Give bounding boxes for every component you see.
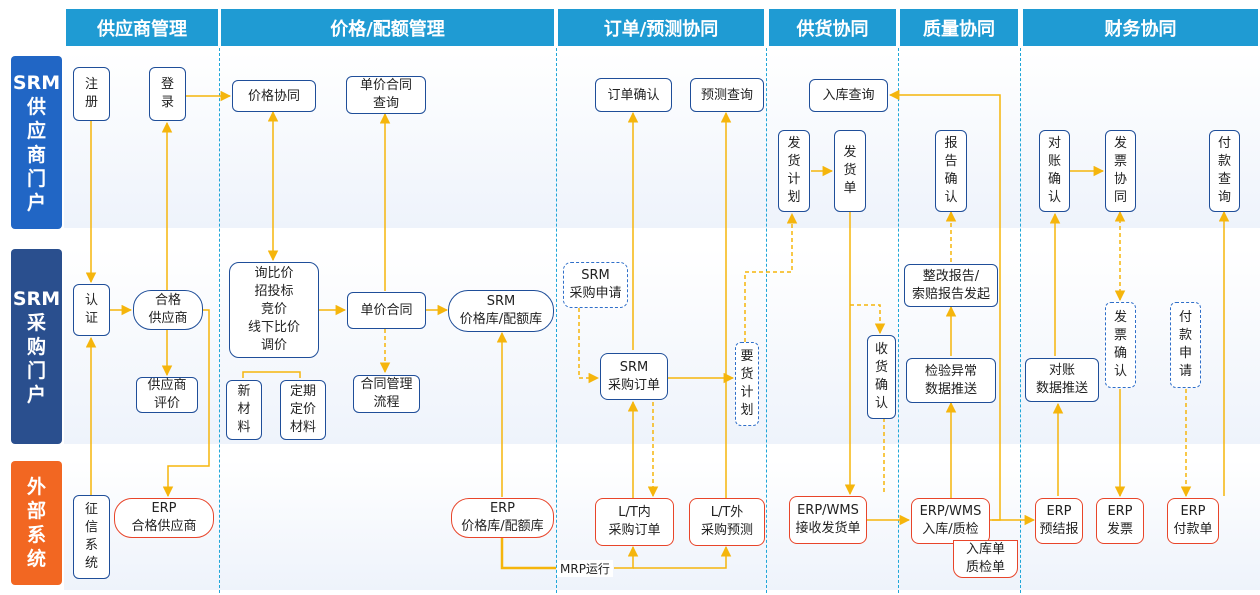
node-supplier-evaluate: 供应商评价	[136, 377, 198, 413]
separator-2	[556, 48, 557, 593]
node-ship-note: 发货单	[834, 130, 866, 212]
node-lt-inner-po: L/T内采购订单	[595, 498, 674, 546]
node-new-material: 新材料	[226, 380, 262, 440]
arrow-erplib-mrp	[500, 538, 556, 570]
node-forecast-query: 预测查询	[690, 78, 764, 112]
header-finance: 财务协同	[1023, 9, 1258, 46]
node-recon-confirm: 对账确认	[1039, 130, 1070, 212]
node-price-collab: 价格协同	[232, 80, 316, 112]
separator-3	[766, 48, 767, 593]
node-payment-query: 付款查询	[1209, 130, 1240, 212]
node-inbound-doc: 入库单质检单	[953, 540, 1018, 578]
separator-4	[898, 48, 899, 593]
arrow-mrp-ltinner	[614, 545, 639, 569]
arrow-qualified-erp	[162, 309, 210, 498]
node-inspect-push: 检验异常数据推送	[906, 358, 996, 403]
node-demand-plan: 要货计划	[735, 342, 759, 426]
arrow-pr-po	[578, 308, 600, 384]
arrow-demand-shipplan	[744, 212, 798, 342]
node-contract-flow: 合同管理流程	[353, 375, 420, 413]
lane-external: 外部系统	[11, 461, 62, 585]
node-report-confirm: 报告确认	[935, 130, 967, 212]
node-inbound-query: 入库查询	[809, 79, 888, 112]
node-recon-push: 对账数据推送	[1025, 358, 1099, 402]
node-lt-outer-forecast: L/T外采购预测	[689, 498, 765, 546]
node-qualified-supplier: 合格供应商	[133, 290, 203, 330]
node-inquiry: 询比价招投标竞价线下比价调价	[229, 262, 319, 358]
node-unit-contract-query: 单价合同查询	[346, 76, 426, 114]
header-price: 价格/配额管理	[221, 9, 554, 46]
separator-1	[219, 48, 220, 593]
node-credit-system: 征信系统	[73, 495, 110, 579]
arrow-newmat-inquiry	[242, 371, 301, 378]
node-register: 注册	[73, 67, 110, 121]
node-certify: 认证	[73, 284, 110, 336]
header-order: 订单/预测协同	[558, 9, 764, 46]
node-ship-plan: 发货计划	[778, 130, 810, 212]
node-invoice-confirm: 发票确认	[1105, 302, 1136, 388]
node-rectify-report: 整改报告/索赔报告发起	[904, 264, 998, 307]
node-receive-confirm: 收货确认	[867, 335, 896, 419]
node-payment-request: 付款申请	[1170, 302, 1201, 388]
header-supplier: 供应商管理	[66, 9, 218, 46]
node-order-confirm: 订单确认	[595, 78, 672, 112]
header-quality: 质量协同	[900, 9, 1018, 46]
label-mrp-run: MRP运行	[557, 560, 613, 577]
node-unit-contract: 单价合同	[347, 292, 426, 329]
arrow-mrp-ltouter	[633, 545, 732, 569]
node-fixed-price-material: 定期定价材料	[280, 380, 326, 440]
header-supply: 供货协同	[769, 9, 896, 46]
node-login: 登录	[149, 67, 186, 121]
node-invoice-collab: 发票协同	[1105, 130, 1136, 212]
arrow-shipnote-receive	[850, 304, 886, 335]
separator-5	[1020, 48, 1021, 593]
